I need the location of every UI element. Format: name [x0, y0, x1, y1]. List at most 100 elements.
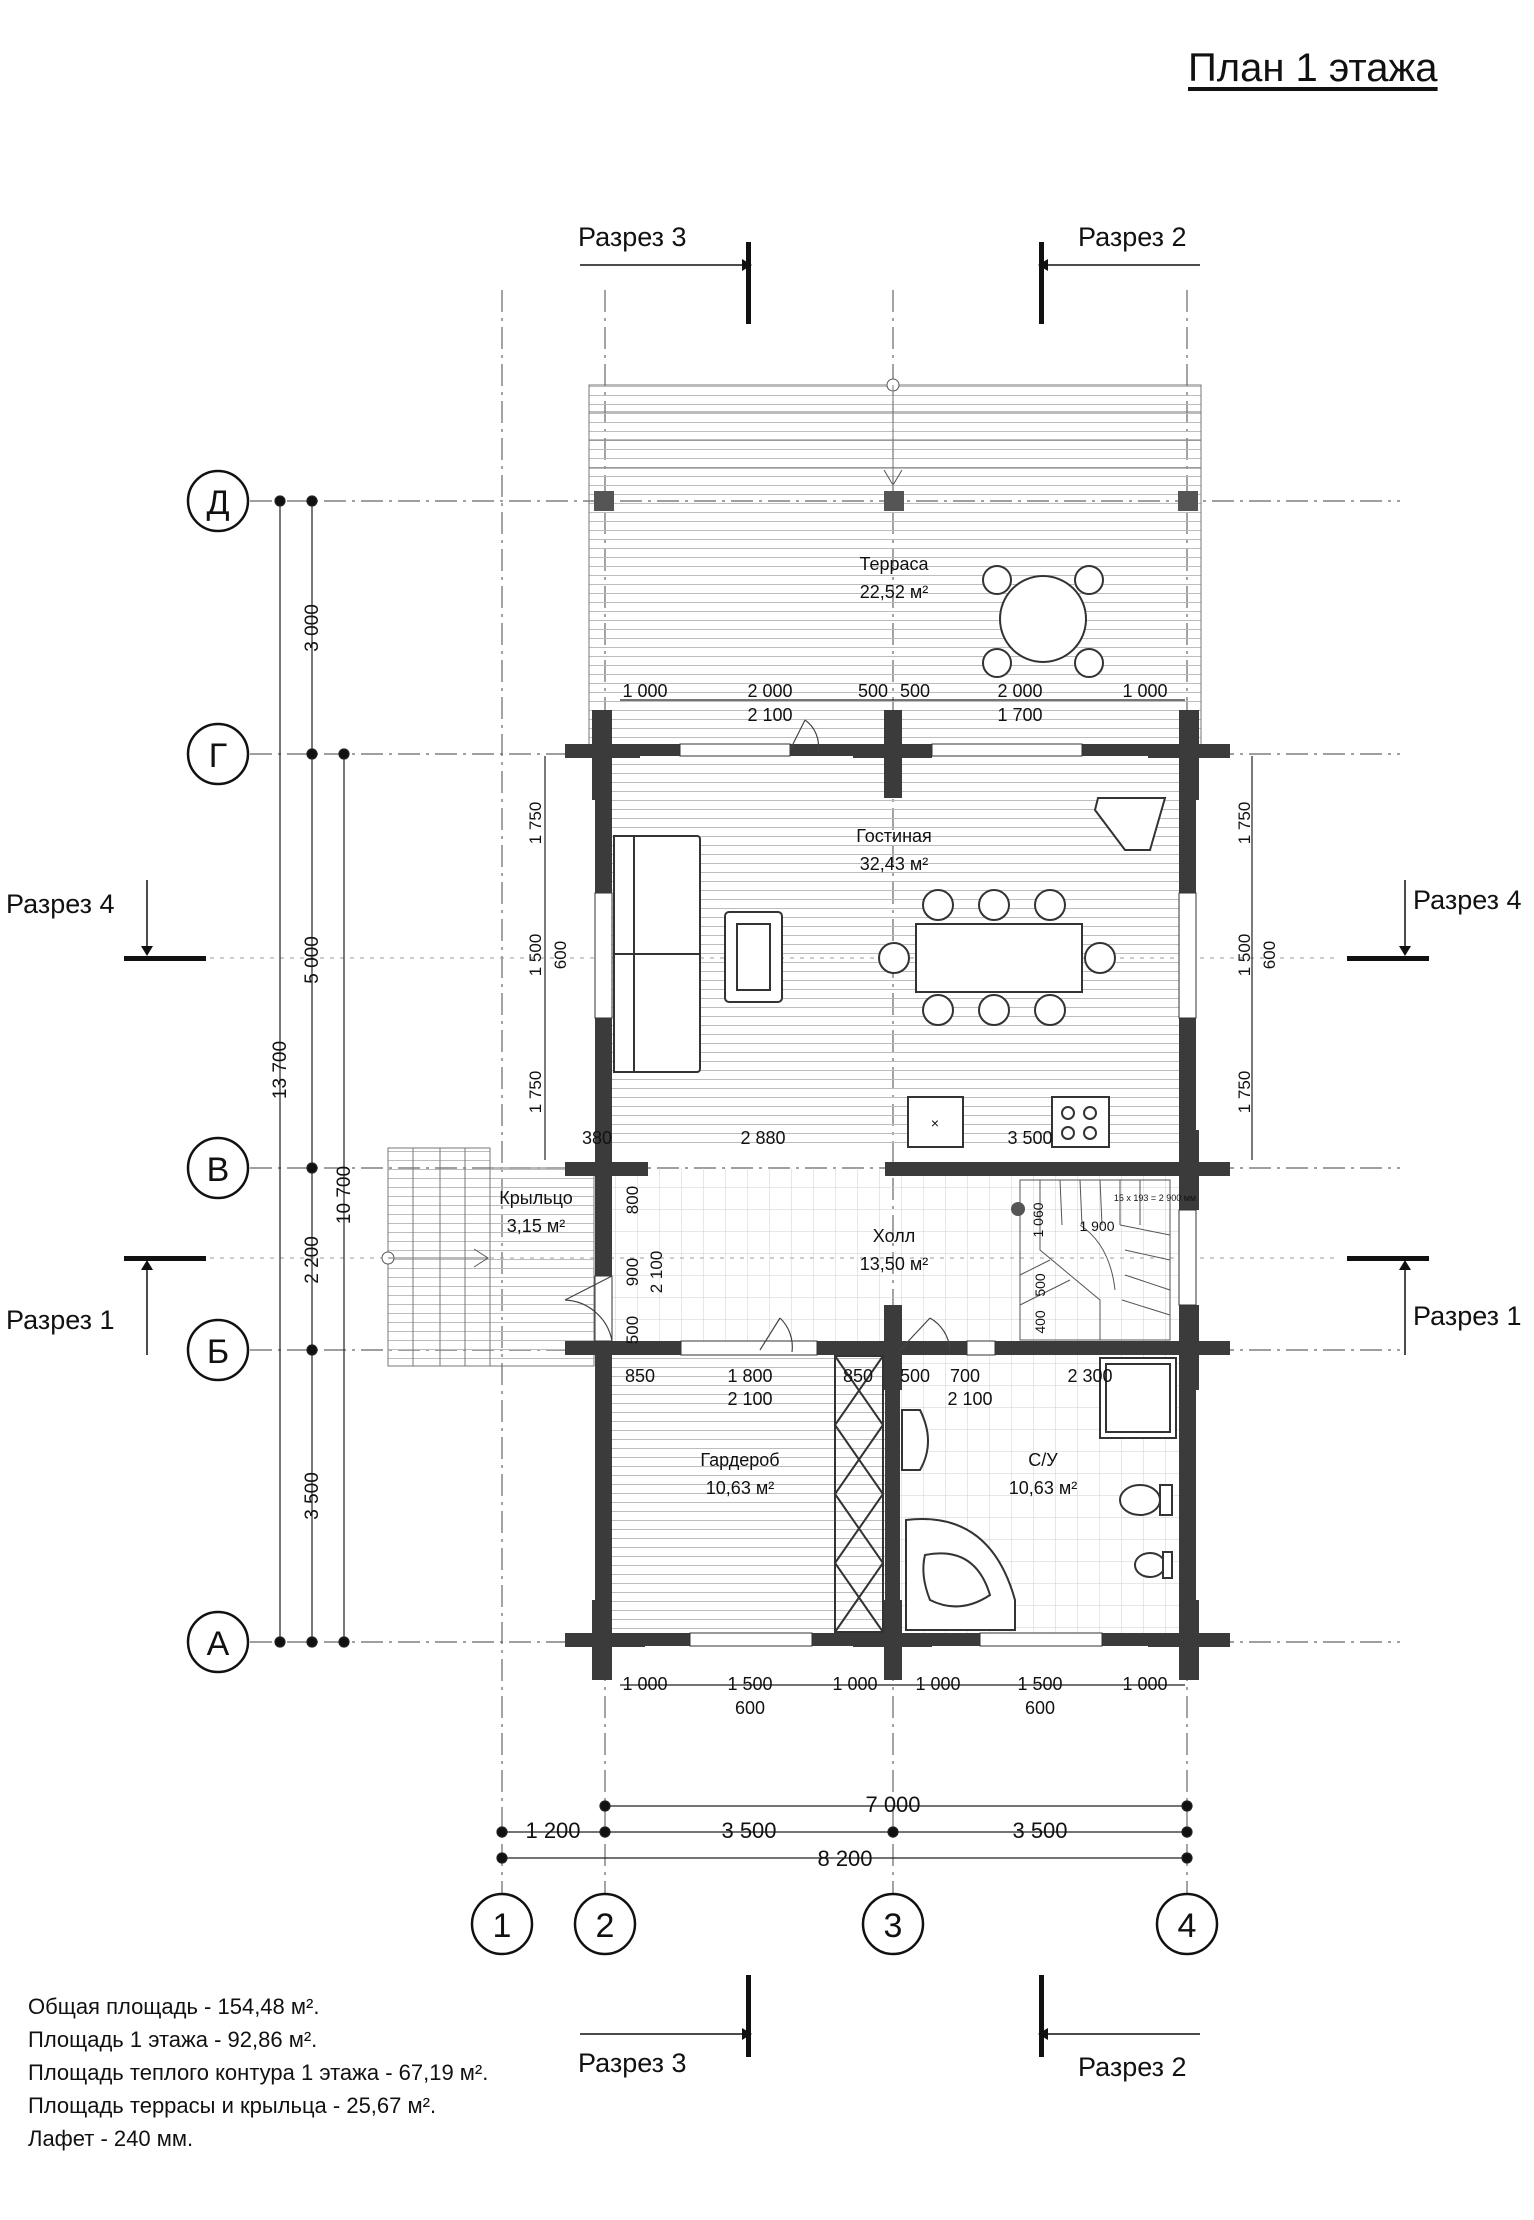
- porch-area: 3,15 м²: [507, 1216, 565, 1236]
- section-label-top-2: Разрез 2: [1078, 222, 1187, 252]
- dim-stairs-1060: 1 060: [1030, 1202, 1046, 1237]
- bath-area: 10,63 м²: [1009, 1478, 1077, 1498]
- axis-label-B: Б: [207, 1333, 229, 1371]
- note-total-area: Общая площадь - 154,48 м².: [28, 1994, 320, 2019]
- dim-top-2100: 2 100: [747, 705, 792, 725]
- dimension-lines: [274, 495, 1253, 1864]
- section-markers: [124, 242, 1429, 2057]
- page-title: План 1 этажа: [1188, 46, 1438, 90]
- dim-l-800: 800: [623, 1186, 642, 1214]
- section-label-bottom-3: Разрез 3: [578, 2048, 687, 2078]
- wardrobe-shelves: [833, 1355, 885, 1633]
- dim-left-5000: 5 000: [302, 936, 323, 984]
- section-label-left-1: Разрез 1: [6, 1305, 115, 1335]
- section-label-bottom-2: Разрез 2: [1078, 2052, 1187, 2082]
- row-axis-bubbles: Д Г В Б А: [186, 469, 250, 1674]
- dim-v-380: 380: [582, 1128, 612, 1148]
- dim-left-3000: 3 000: [302, 604, 323, 652]
- axis-label-3: 3: [884, 1907, 903, 1945]
- living-area: 32,43 м²: [860, 854, 928, 874]
- dim-l-600: 600: [551, 941, 570, 969]
- dim-top-2000b: 2 000: [997, 681, 1042, 701]
- bath-fixtures: [901, 1357, 1177, 1631]
- terrace-name: Терраса: [859, 554, 929, 574]
- dim-left-13700: 13 700: [270, 1041, 291, 1099]
- dim-l-2100: 2 100: [647, 1251, 666, 1294]
- dim-r-1750b: 1 750: [1235, 1071, 1254, 1114]
- dim-top-1000b: 1 000: [1122, 681, 1167, 701]
- living-furniture: [613, 797, 1167, 1148]
- area-notes: Общая площадь - 154,48 м². Площадь 1 эта…: [28, 1990, 488, 2155]
- dim-left-10700: 10 700: [334, 1166, 355, 1224]
- axis-label-G: Г: [209, 737, 227, 775]
- openings: [594, 743, 1197, 1647]
- axis-label-1: 1: [493, 1907, 512, 1945]
- stairs-label: 15 х 193 = 2 900 мм: [1114, 1193, 1196, 1203]
- axis-label-A: А: [207, 1625, 230, 1663]
- dim-r-600: 600: [1260, 941, 1279, 969]
- dim-l-500: 500: [623, 1316, 642, 1344]
- axis-label-4: 4: [1178, 1907, 1197, 1945]
- dim-l-1500: 1 500: [526, 934, 545, 977]
- staircase: [1019, 1179, 1171, 1341]
- note-floor-area: Площадь 1 этажа - 92,86 м².: [28, 2027, 318, 2052]
- dim-bottom-3500b: 3 500: [1012, 1818, 1067, 1843]
- porch-name: Крыльцо: [499, 1188, 572, 1208]
- dim-a-600b: 600: [1025, 1698, 1055, 1718]
- wardrobe-name: Гардероб: [700, 1450, 779, 1470]
- section-label-left-4: Разрез 4: [6, 889, 115, 919]
- dim-left-3500: 3 500: [302, 1472, 323, 1520]
- dim-r-1750a: 1 750: [1235, 802, 1254, 845]
- axis-label-2: 2: [596, 1907, 615, 1945]
- section-labels: Разрез 3 Разрез 2 Разрез 3 Разрез 2 Разр…: [6, 222, 1522, 2082]
- axis-label-V: В: [207, 1151, 230, 1189]
- dim-a-1500a: 1 500: [727, 1674, 772, 1694]
- dim-bottom-3500a: 3 500: [721, 1818, 776, 1843]
- dim-a-1000c: 1 000: [915, 1674, 960, 1694]
- dim-stairs-1900: 1 900: [1079, 1218, 1114, 1234]
- door-swings: [564, 719, 951, 1353]
- dim-bottom-1200: 1 200: [525, 1818, 580, 1843]
- bath-name: С/У: [1028, 1450, 1058, 1470]
- note-warm-area: Площадь теплого контура 1 этажа - 67,19 …: [28, 2060, 489, 2085]
- note-log-size: Лафет - 240 мм.: [28, 2126, 194, 2151]
- dim-l-900: 900: [623, 1258, 642, 1286]
- terrace-table: [982, 565, 1104, 678]
- note-terrace-area: Площадь террасы и крыльца - 25,67 м².: [28, 2093, 437, 2118]
- wardrobe-area: 10,63 м²: [706, 1478, 774, 1498]
- dim-top-1000a: 1 000: [622, 681, 667, 701]
- dim-b-2100b: 2 100: [947, 1389, 992, 1409]
- dim-b-850a: 850: [625, 1366, 655, 1386]
- dimension-texts: 3 000 5 000 2 200 3 500 13 700 10 700 1 …: [270, 604, 1279, 1871]
- dim-b-500: 500: [900, 1366, 930, 1386]
- stair-post-icon: [1011, 1202, 1025, 1216]
- dim-b-2100a: 2 100: [727, 1389, 772, 1409]
- dim-r-1500: 1 500: [1235, 934, 1254, 977]
- dim-b-700: 700: [950, 1366, 980, 1386]
- porch-deck: [381, 1147, 595, 1367]
- hall-name: Холл: [873, 1226, 915, 1246]
- dim-b-2300: 2 300: [1067, 1366, 1112, 1386]
- dim-a-1000d: 1 000: [1122, 1674, 1167, 1694]
- section-label-top-3: Разрез 3: [578, 222, 687, 252]
- dim-a-1000b: 1 000: [832, 1674, 877, 1694]
- dim-top-500b: 500: [900, 681, 930, 701]
- dim-stairs-400: 400: [1032, 1310, 1048, 1334]
- dim-top-500a: 500: [858, 681, 888, 701]
- section-label-right-4: Разрез 4: [1413, 885, 1522, 915]
- section-label-right-1: Разрез 1: [1413, 1301, 1522, 1331]
- hall-area: 13,50 м²: [860, 1254, 928, 1274]
- living-name: Гостиная: [856, 826, 932, 846]
- dim-a-1000a: 1 000: [622, 1674, 667, 1694]
- dim-v-2880: 2 880: [740, 1128, 785, 1148]
- dim-l-1750b: 1 750: [526, 1071, 545, 1114]
- cross-mark: ×: [931, 1115, 939, 1131]
- terrace-deck: [588, 378, 1202, 746]
- terrace-area: 22,52 м²: [860, 582, 928, 602]
- col-axis-bubbles: 1 2 3 4: [470, 1892, 1219, 1956]
- dim-bottom-7000: 7 000: [865, 1792, 920, 1817]
- dim-a-1500b: 1 500: [1017, 1674, 1062, 1694]
- dim-b-850b: 850: [843, 1366, 873, 1386]
- dim-left-2200: 2 200: [302, 1236, 323, 1284]
